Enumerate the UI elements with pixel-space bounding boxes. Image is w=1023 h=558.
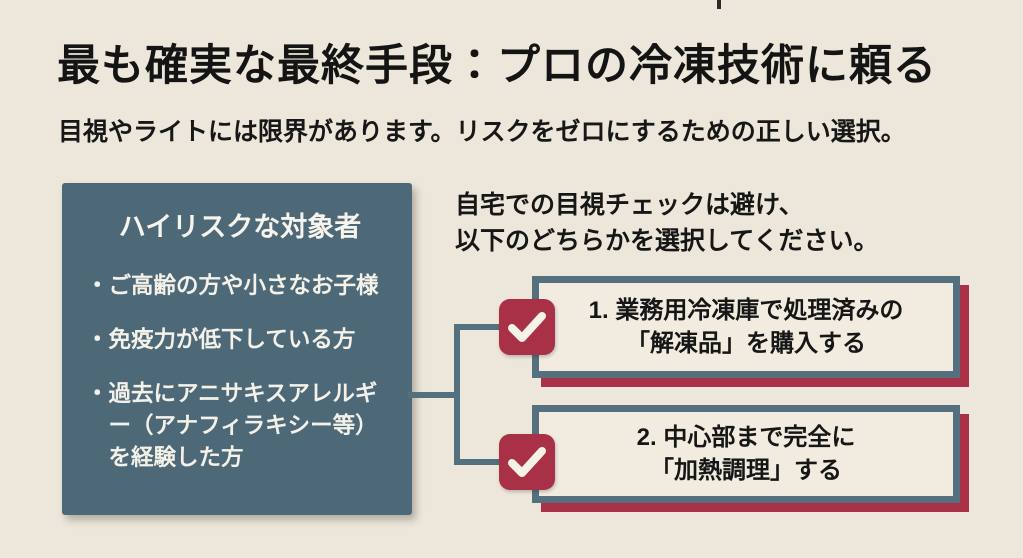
connector-branch-bottom — [454, 459, 506, 465]
list-item-text: 過去にアニサキスアレルギー（アナフィラキシー等）を経験した方 — [108, 380, 378, 470]
connector-branch-top — [454, 324, 506, 330]
bullet-icon: ・ — [86, 380, 109, 406]
option-2-line-1: 2. 中心部まで完全に — [636, 423, 856, 451]
list-item: ・ 過去にアニサキスアレルギー（アナフィラキシー等）を経験した方 — [86, 378, 394, 474]
page-subtitle: 目視やライトには限界があります。リスクをゼロにするための正しい選択。 — [58, 118, 906, 146]
option-1-line-1: 1. 業務用冷凍庫で処理済みの — [588, 296, 904, 324]
option-box-frozen-purchase: 1. 業務用冷凍庫で処理済みの 「解凍品」を購入する — [532, 276, 960, 378]
page-title: 最も確実な最終手段：プロの冷凍技術に頼る — [57, 43, 937, 90]
instruction-line-2: 以下のどちらかを選択してください。 — [455, 226, 879, 255]
connector-spine — [454, 324, 460, 465]
check-badge-option-1 — [499, 299, 555, 355]
instruction-text: 自宅での目視チェックは避け、 以下のどちらかを選択してください。 — [455, 188, 995, 259]
list-item: ・ 免疫力が低下している方 — [86, 324, 394, 356]
list-item: ・ ご高齢の方や小さなお子様 — [86, 270, 394, 302]
connector-stub — [408, 392, 458, 398]
option-1-line-2: 「解凍品」を購入する — [626, 330, 866, 357]
list-item-text: 免疫力が低下している方 — [108, 326, 356, 352]
check-icon — [508, 447, 546, 477]
list-item-text: ご高齢の方や小さなお子様 — [108, 273, 379, 298]
bullet-icon: ・ — [86, 273, 109, 298]
check-badge-option-2 — [499, 434, 555, 490]
option-2-line-2: 「加熱調理」する — [650, 457, 842, 484]
high-risk-panel-title: ハイリスクな対象者 — [118, 212, 362, 242]
high-risk-panel: ハイリスクな対象者 ・ ご高齢の方や小さなお子様 ・ 免疫力が低下している方 ・… — [62, 183, 412, 515]
instruction-line-1: 自宅での目視チェックは避け、 — [455, 191, 804, 219]
bullet-icon: ・ — [86, 326, 109, 352]
check-icon — [508, 312, 546, 342]
top-edge-artifact — [717, 0, 721, 9]
option-box-heat-cooking: 2. 中心部まで完全に 「加熱調理」する — [532, 405, 960, 503]
